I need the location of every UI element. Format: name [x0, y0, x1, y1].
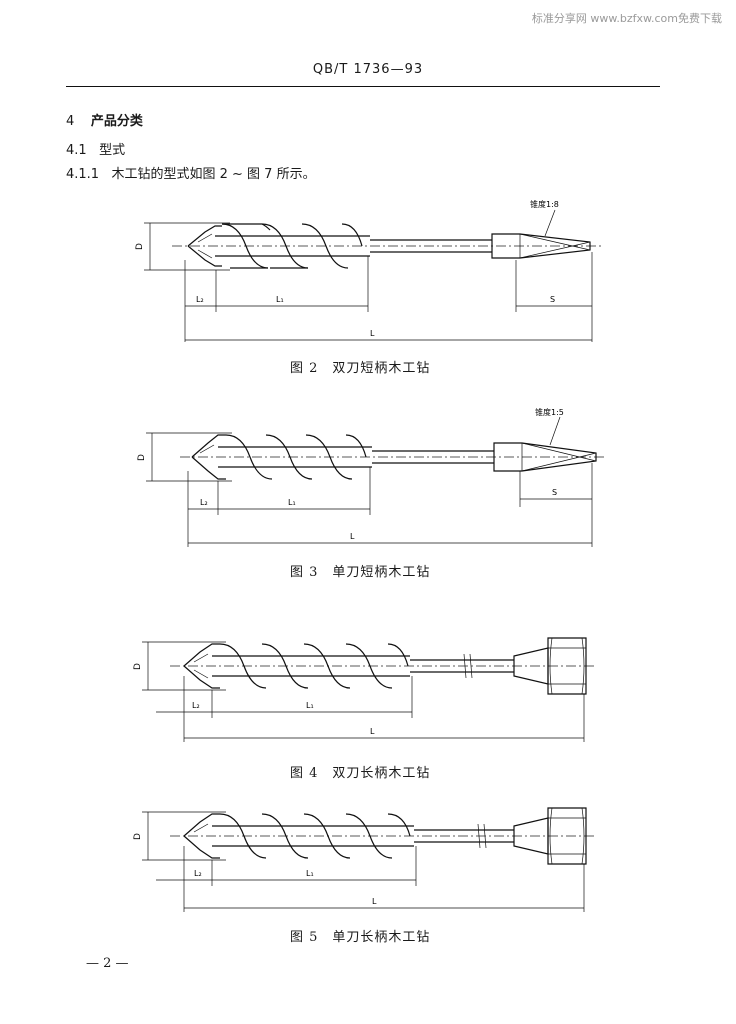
figure-2-label-L: L [370, 329, 375, 338]
figure-5-label-L: L [372, 897, 377, 906]
figure-5-caption: 图 5 单刀长柄木工钻 [290, 930, 431, 945]
figure-3-taper-note: 锥度1:5 [535, 407, 564, 417]
subsection-heading: 4.1 型式 [66, 139, 125, 158]
figure-5-label-D: D [133, 833, 143, 840]
figure-3-label-L: L [350, 532, 355, 541]
figure-3-label-L1: L₁ [288, 498, 296, 507]
header-rule [66, 86, 660, 87]
figure-3-drawing: D 锥度1:5 L₂ L₁ S L [137, 407, 604, 547]
watermark: 标准分享网 www.bzfxw.com免费下载 [531, 12, 722, 25]
figure-2-label-L2: L₂ [196, 295, 204, 304]
page-number: — 2 — [86, 956, 129, 971]
figure-2-label-S: S [550, 295, 555, 304]
section-number: 4 [66, 114, 75, 129]
clause-paragraph: 4.1.1 木工钻的型式如图 2 ~ 图 7 所示。 [66, 163, 316, 182]
figure-3-caption: 图 3 单刀短柄木工钻 [290, 565, 431, 580]
figure-5-drawing: D L₂ L₁ L [133, 807, 596, 912]
figure-2-drawing: D 锥度1:8 L₂ L₁ S L [135, 199, 604, 342]
section-heading: 4 产品分类 [66, 110, 143, 129]
figure-5-label-L2: L₂ [194, 869, 202, 878]
subsection-number: 4.1 [66, 143, 87, 158]
figure-3-label-L2: L₂ [200, 498, 208, 507]
figure-4-label-L2: L₂ [192, 701, 200, 710]
figure-2-label-L1: L₁ [276, 295, 284, 304]
subsection-title: 型式 [99, 143, 126, 158]
figure-4-label-L1: L₁ [306, 701, 314, 710]
figure-2-label-D: D [135, 243, 145, 250]
figure-4-label-L: L [370, 727, 375, 736]
figure-4-caption: 图 4 双刀长柄木工钻 [290, 766, 431, 781]
figure-3-label-S: S [552, 488, 557, 497]
section-title: 产品分类 [90, 114, 143, 129]
figure-4-drawing: D L₂ L₁ L [133, 637, 596, 742]
clause-text: 木工钻的型式如图 2 ~ 图 7 所示。 [111, 167, 316, 182]
figure-3-label-D: D [137, 454, 147, 461]
figure-2-caption: 图 2 双刀短柄木工钻 [290, 361, 431, 376]
figure-2-taper-note: 锥度1:8 [530, 199, 559, 209]
clause-number: 4.1.1 [66, 167, 100, 182]
standard-code: QB/T 1736—93 [312, 62, 424, 77]
figure-5-label-L1: L₁ [306, 869, 314, 878]
figure-4-label-D: D [133, 663, 143, 670]
